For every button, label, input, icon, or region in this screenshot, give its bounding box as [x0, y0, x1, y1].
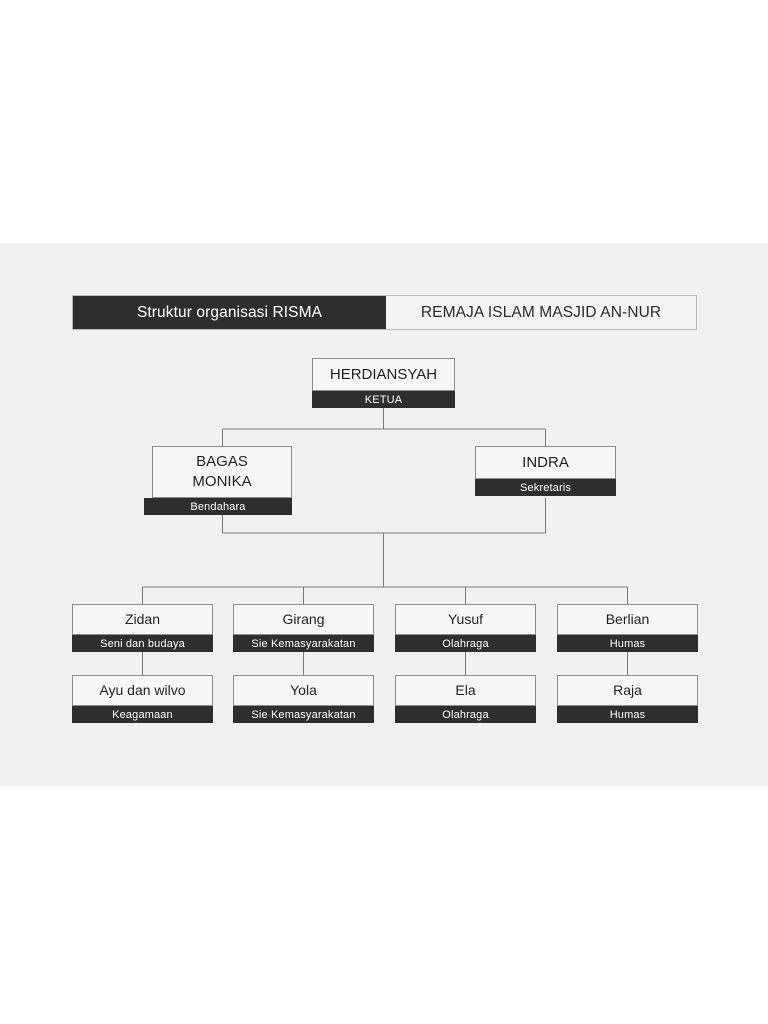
- node-name: HERDIANSYAH: [312, 358, 455, 391]
- node-name: Yusuf: [395, 604, 536, 635]
- org-node-ketua[interactable]: HERDIANSYAH KETUA: [312, 358, 455, 408]
- node-name: Zidan: [72, 604, 213, 635]
- node-name: Ayu dan wilvo: [72, 675, 213, 706]
- slide-canvas: Struktur organisasi RISMA REMAJA ISLAM M…: [0, 243, 768, 786]
- node-name-line2: MONIKA: [192, 473, 252, 490]
- node-name: Girang: [233, 604, 374, 635]
- node-role: Sie Kemasyarakatan: [233, 635, 374, 652]
- org-node-seni-dan-budaya[interactable]: Zidan Seni dan budaya: [72, 604, 213, 652]
- org-node-sie-kemasyarakatan[interactable]: Girang Sie Kemasyarakatan: [233, 604, 374, 652]
- node-name: Ela: [395, 675, 536, 706]
- node-role: Bendahara: [144, 498, 292, 515]
- node-name: BAGAS MONIKA: [152, 446, 292, 498]
- node-role: KETUA: [312, 391, 455, 408]
- org-node-humas[interactable]: Berlian Humas: [557, 604, 698, 652]
- node-name: Raja: [557, 675, 698, 706]
- org-node-humas-2[interactable]: Raja Humas: [557, 675, 698, 723]
- node-role: Humas: [557, 706, 698, 723]
- node-name: INDRA: [475, 446, 616, 479]
- chart-title-bar: Struktur organisasi RISMA REMAJA ISLAM M…: [72, 295, 697, 330]
- org-node-olahraga-2[interactable]: Ela Olahraga: [395, 675, 536, 723]
- node-name: Yola: [233, 675, 374, 706]
- org-node-sie-kemasyarakatan-2[interactable]: Yola Sie Kemasyarakatan: [233, 675, 374, 723]
- node-role: Olahraga: [395, 635, 536, 652]
- node-role: Sekretaris: [475, 479, 616, 496]
- org-node-keagamaan[interactable]: Ayu dan wilvo Keagamaan: [72, 675, 213, 723]
- org-node-olahraga[interactable]: Yusuf Olahraga: [395, 604, 536, 652]
- node-name: Berlian: [557, 604, 698, 635]
- org-node-bendahara[interactable]: BAGAS MONIKA Bendahara: [144, 446, 292, 515]
- node-role: Sie Kemasyarakatan: [233, 706, 374, 723]
- chart-title-primary: Struktur organisasi RISMA: [73, 296, 386, 329]
- node-role: Olahraga: [395, 706, 536, 723]
- connector-lines: [141, 408, 629, 675]
- node-role: Seni dan budaya: [72, 635, 213, 652]
- chart-title-secondary: REMAJA ISLAM MASJID AN-NUR: [386, 296, 696, 329]
- node-role: Humas: [557, 635, 698, 652]
- org-node-sekretaris[interactable]: INDRA Sekretaris: [475, 446, 616, 496]
- node-role: Keagamaan: [72, 706, 213, 723]
- node-name-line1: BAGAS: [196, 453, 248, 471]
